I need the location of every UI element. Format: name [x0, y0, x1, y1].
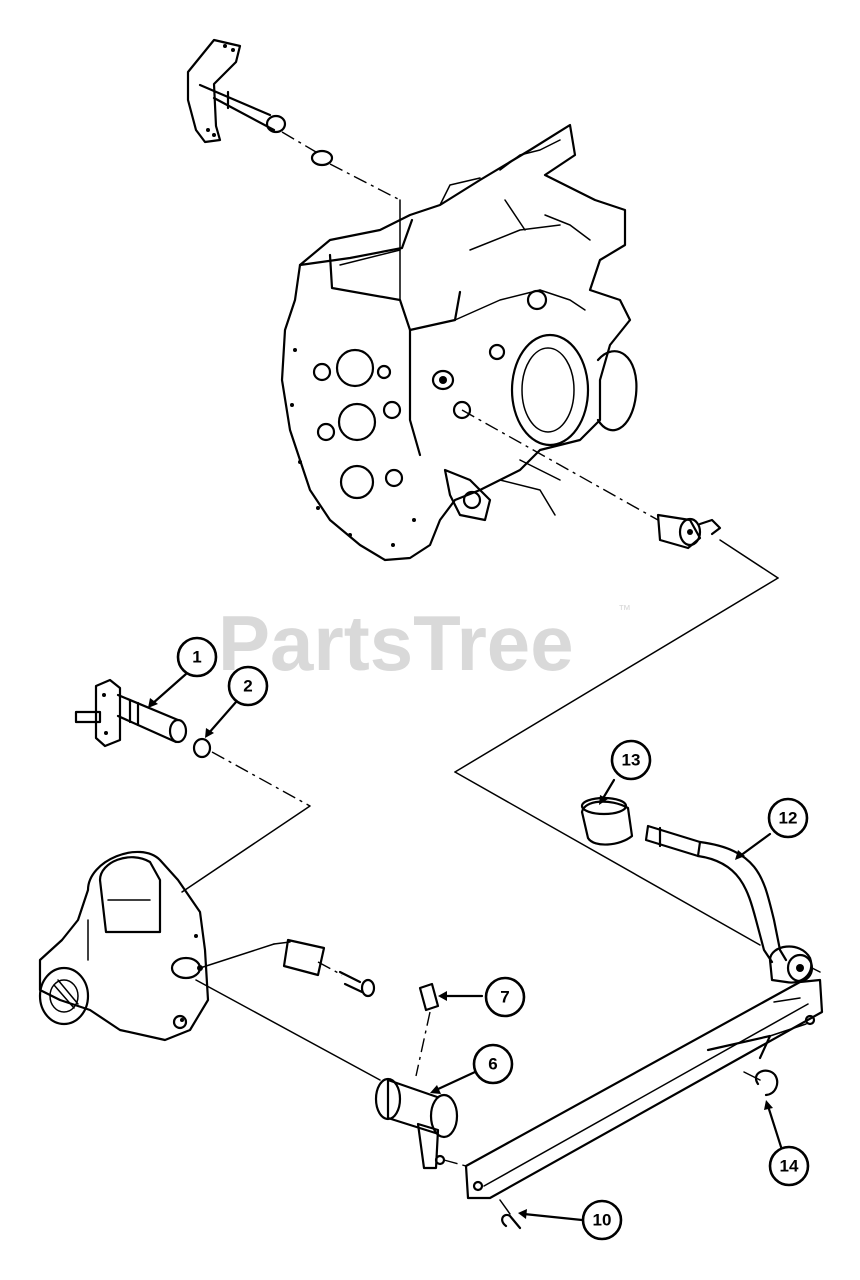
callout-label: 6 [488, 1055, 497, 1074]
callout-circle [227, 665, 269, 707]
linkage-bar [464, 978, 824, 1200]
knob-part-13 [580, 796, 634, 846]
callout-circle [768, 1145, 810, 1187]
roll-pin-part-7 [415, 982, 440, 1077]
upper-shaft-assembly [186, 38, 401, 301]
callout-leaders [148, 672, 784, 1222]
callout-label: 13 [622, 751, 641, 770]
bracket-and-bolt [282, 938, 376, 998]
callout-label: 2 [243, 677, 252, 696]
callout-10: 10 [581, 1199, 623, 1241]
callout-circle [610, 739, 652, 781]
watermark: PartsTree ™ [218, 599, 631, 687]
axis-line-lower [211, 751, 311, 807]
shaft-coupler [454, 409, 779, 773]
callout-13: 13 [610, 739, 652, 781]
callout-label: 1 [192, 648, 201, 667]
callout-14: 14 [768, 1145, 810, 1187]
callout-label: 7 [500, 988, 509, 1007]
engine-block [280, 123, 638, 562]
callout-label: 10 [593, 1211, 612, 1230]
callout-6: 6 [472, 1043, 514, 1085]
callout-circle [472, 1043, 514, 1085]
callout-12: 12 [767, 797, 809, 839]
clip-part-14 [743, 1069, 779, 1097]
callout-1: 1 [176, 636, 218, 678]
cotter-pin-part-10 [499, 1199, 522, 1230]
watermark-text: PartsTree [218, 599, 574, 687]
callout-2: 2 [227, 665, 269, 707]
callout-circle [176, 636, 218, 678]
o-ring-part-2 [192, 737, 212, 759]
callout-circle [767, 797, 809, 839]
shaft-part-1 [74, 678, 188, 748]
callout-circle [581, 1199, 623, 1241]
callout-7: 7 [484, 976, 526, 1018]
callout-circle [484, 976, 526, 1018]
axis-line-lower-2 [181, 805, 311, 893]
callout-label: 14 [780, 1157, 799, 1176]
watermark-trademark: ™ [618, 602, 631, 617]
callout-label: 12 [779, 809, 798, 828]
gear-housing [38, 850, 381, 1081]
lever-hub-part-6 [374, 1077, 467, 1170]
gear-lever-part-12 [454, 771, 821, 984]
